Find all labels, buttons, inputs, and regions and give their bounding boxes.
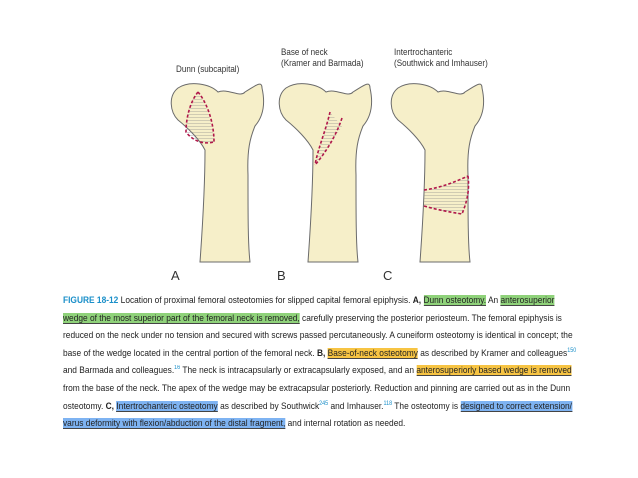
- femur-b: [278, 83, 373, 263]
- ref-118: 118: [383, 400, 393, 407]
- highlight-dunn: Dunn osteotomy.: [423, 295, 487, 306]
- label-base-of-neck: Base of neck (Kramer and Barmada): [281, 47, 364, 69]
- figure-illustration: Dunn (subcapital) Base of neck (Kramer a…: [170, 47, 488, 283]
- highlight-wedge: wedge of the most superior part of the f…: [63, 312, 300, 324]
- wedge-c: [424, 176, 469, 214]
- highlight-base-of-neck: Base-of-neck osteotomy: [327, 347, 418, 359]
- femur-c: [390, 83, 485, 263]
- figure-id: FIGURE 18-12: [63, 295, 119, 305]
- ref-245: 245: [319, 400, 329, 407]
- highlight-designed: designed to correct extension/: [460, 400, 572, 412]
- caption-line-8: varus deformity with flexion/abduction o…: [63, 418, 406, 430]
- femur-a: [170, 83, 265, 263]
- ref-16: 16: [174, 365, 181, 372]
- caption-line-6: from the base of the neck. The apex of t…: [63, 382, 571, 393]
- figure-caption: FIGURE 18-12 Location of proximal femora…: [63, 292, 623, 433]
- highlight-varus: varus deformity with flexion/abduction o…: [63, 418, 286, 430]
- highlight-anterosuperior: anterosuperior: [500, 295, 555, 306]
- caption-line-5: and Barmada and colleagues.16 The neck i…: [63, 365, 572, 377]
- caption-line-3: reduced on the neck under no tension and…: [63, 330, 573, 341]
- label-dunn: Dunn (subcapital): [176, 64, 240, 75]
- caption-line-4: base of the wedge located in the central…: [63, 347, 577, 359]
- panel-letter-a: A: [171, 268, 180, 283]
- wedge-a: [186, 92, 214, 143]
- caption-line-7: osteotomy. C, Intertrochanteric osteotom…: [63, 400, 572, 412]
- highlight-intertrochanteric: Intertrochanteric osteotomy: [116, 400, 218, 412]
- wedge-b: [315, 112, 342, 165]
- ref-150: 150: [567, 347, 577, 354]
- highlight-anterosuperiorly-wedge: anterosuperiorly based wedge is removed: [416, 365, 572, 377]
- femur-drawings: [170, 83, 485, 263]
- caption-line-1: FIGURE 18-12 Location of proximal femora…: [63, 295, 555, 306]
- panel-letter-b: B: [277, 268, 286, 283]
- panel-letter-c: C: [383, 268, 393, 283]
- label-intertrochanteric: Intertrochanteric (Southwick and Imhause…: [394, 47, 488, 69]
- caption-line-2: wedge of the most superior part of the f…: [63, 312, 562, 324]
